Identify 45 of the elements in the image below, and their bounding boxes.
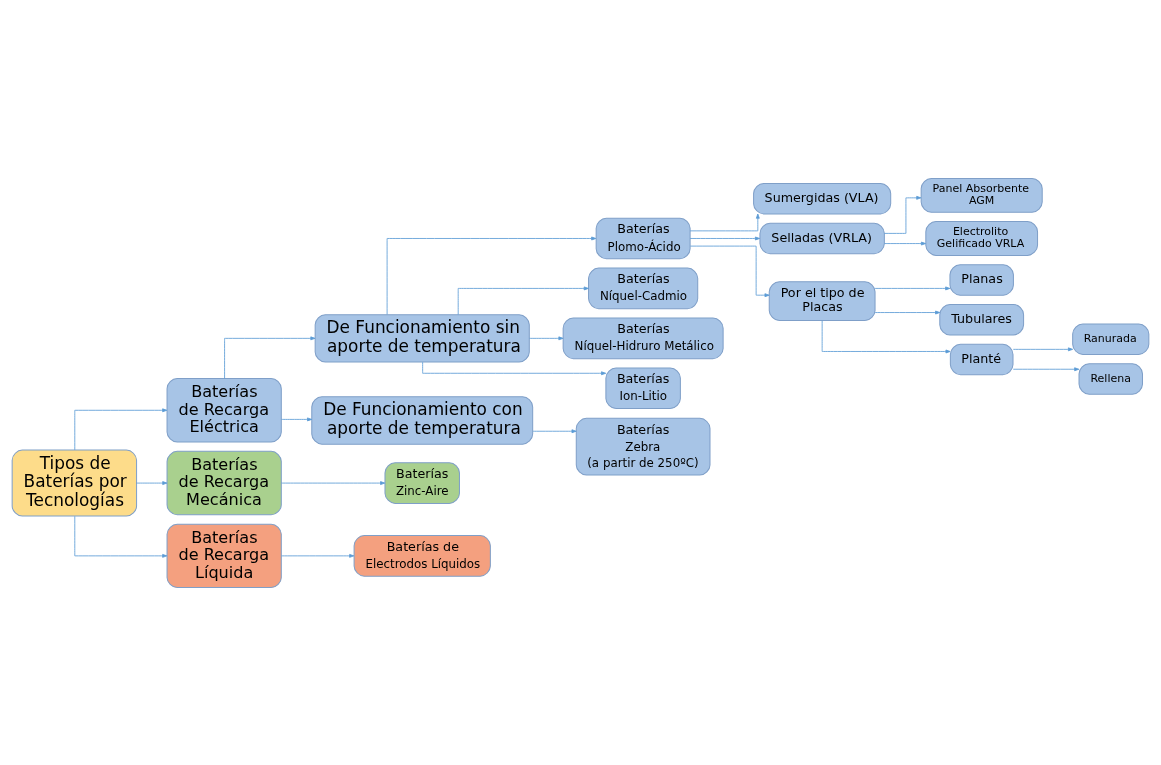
node-box: Baterías Plomo-Ácido	[595, 217, 691, 259]
node-box: Baterías de Recarga Líquida	[166, 523, 282, 588]
node-box: Tipos de Baterías por Tecnologías	[11, 449, 138, 517]
node-box: De Funcionamiento sin aporte de temperatura	[314, 313, 530, 363]
node-box: Baterías Zinc-Aire	[384, 461, 460, 504]
arrow	[821, 319, 951, 353]
arrow	[884, 241, 927, 245]
node-box: Selladas (VRLA)	[759, 222, 885, 254]
node-box: Baterías Ion-Litio	[605, 366, 681, 409]
arrow	[74, 407, 168, 450]
arrow	[883, 195, 922, 234]
arrow	[457, 286, 589, 315]
arrow	[74, 515, 168, 558]
node-box: Por el tipo de Placas	[768, 280, 876, 321]
node-box: Planas	[949, 263, 1014, 296]
arrow	[874, 286, 951, 290]
arrow	[532, 428, 577, 433]
node-box: Baterías Níquel-Hidruro Metálico	[562, 317, 724, 359]
arrow	[422, 361, 607, 375]
node-box: Baterías de Electrodos Líquidos	[353, 534, 491, 577]
arrow	[281, 553, 355, 558]
node-box: Tubulares	[939, 303, 1025, 335]
node-box: Electrolito Gelificado VRLA	[925, 220, 1039, 256]
arrow	[529, 335, 564, 340]
arrow	[136, 480, 168, 485]
arrow	[689, 236, 761, 240]
node-box: Sumergidas (VLA)	[753, 182, 892, 214]
arrow	[281, 417, 313, 421]
arrow	[689, 213, 760, 231]
node-box: De Funcionamiento con aporte de temperatura	[311, 395, 534, 445]
arrow	[689, 245, 770, 297]
node-box: Baterías de Recarga Mecánica	[166, 450, 282, 515]
node-box: Baterías de Recarga Eléctrica	[166, 377, 282, 443]
node-box: Planté	[949, 343, 1014, 375]
arrow	[224, 335, 316, 379]
node-box: Rellena	[1078, 362, 1143, 395]
arrow	[386, 236, 597, 315]
node-box: Ranurada	[1072, 322, 1150, 355]
node-box: Baterías Zebra (a partir de 250ºC)	[575, 417, 711, 476]
arrow	[281, 480, 386, 485]
arrow	[1012, 346, 1074, 351]
node-box: Panel Absorbente AGM	[920, 177, 1043, 213]
arrow	[1012, 366, 1080, 371]
arrow	[874, 310, 941, 314]
node-box: Baterías Níquel-Cadmio	[588, 267, 699, 309]
